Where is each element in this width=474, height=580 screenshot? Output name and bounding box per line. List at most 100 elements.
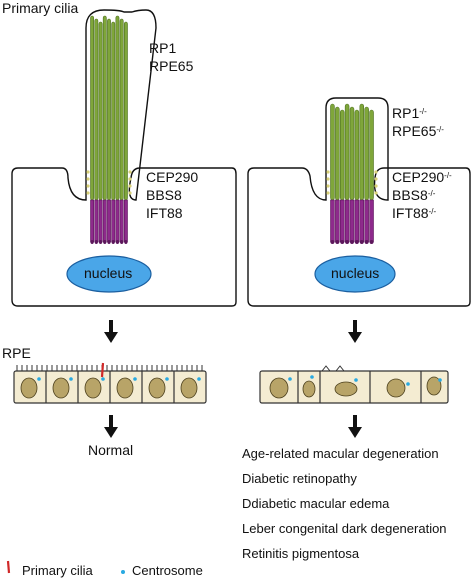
transition-fiber — [326, 191, 330, 195]
transition-fiber — [86, 170, 90, 174]
transition-fiber — [128, 170, 132, 174]
disease-outcome-1: Age-related macular degeneration — [242, 446, 439, 461]
mutant-cell — [247, 97, 471, 307]
normal-gene-rp1: RP1 — [149, 40, 177, 56]
basal-rod — [354, 199, 360, 243]
down-arrow-icon — [348, 415, 362, 438]
normal-cell-outline — [11, 9, 237, 307]
down-arrow-icon — [348, 320, 362, 343]
basal-rod-end — [124, 240, 128, 244]
axoneme-rod — [115, 15, 120, 201]
axoneme-rod — [349, 106, 355, 201]
axoneme-rod — [123, 21, 128, 201]
rpe-nucleus — [302, 380, 316, 398]
arrows — [104, 320, 362, 438]
axoneme-rod — [344, 103, 350, 201]
rpe-nucleus — [180, 377, 198, 399]
axoneme-rod — [339, 109, 345, 201]
basal-rod — [111, 199, 116, 243]
normal-cilium-bundle — [86, 15, 132, 244]
nucleus-label-mutant: nucleus — [331, 265, 380, 281]
mutant-gene-ift88: IFT88-/- — [392, 205, 437, 221]
basal-rod — [349, 199, 355, 243]
basal-rod-end — [340, 240, 345, 244]
basal-rod — [90, 199, 95, 243]
rpe-nucleus — [116, 377, 134, 399]
legend — [6, 560, 125, 574]
rpe-nucleus — [148, 377, 166, 399]
axoneme-rod — [330, 103, 335, 201]
normal-cell — [11, 9, 237, 307]
diseased-rpe-layer — [259, 365, 449, 404]
basal-rod — [369, 199, 374, 243]
axoneme-rod — [354, 109, 360, 201]
basal-rod-end — [345, 240, 350, 244]
primary-cilia-icon — [6, 560, 11, 574]
axoneme-rod — [111, 21, 116, 201]
centrosome-dot — [197, 377, 201, 381]
nucleus — [314, 255, 396, 293]
disease-outcome-3: Ddiabetic macular edema — [242, 496, 390, 511]
nucleus-label-normal: nucleus — [84, 265, 133, 281]
basal-rod-end — [330, 240, 335, 244]
normal-rpe-layer — [13, 362, 207, 404]
axoneme-rod — [90, 15, 95, 201]
basal-rod — [330, 199, 335, 243]
centrosome-dot — [37, 377, 41, 381]
basal-rod-end — [94, 240, 98, 244]
residual-microvilli — [321, 365, 345, 372]
normal-gene-bbs8: BBS8 — [146, 187, 182, 203]
centrosome-dot — [101, 377, 105, 381]
centrosome-dot — [288, 377, 292, 381]
transition-fiber — [86, 191, 90, 195]
transition-fiber — [326, 184, 330, 188]
rpe-nucleus — [20, 377, 38, 399]
rpe-nucleus — [269, 377, 289, 399]
mutant-gene-bbs8: BBS8-/- — [392, 187, 436, 203]
rpe-nucleus — [426, 376, 442, 396]
disease-outcome-4: Leber congenital dark degeneration — [242, 521, 447, 536]
transition-fiber — [86, 177, 90, 181]
transition-fiber — [128, 184, 132, 188]
basal-rod-end — [350, 240, 354, 244]
basal-rod — [102, 199, 107, 243]
axoneme-rod — [102, 15, 107, 201]
axoneme-rod — [94, 18, 99, 201]
rpe-label: RPE — [2, 345, 31, 361]
centrosome-dot — [165, 377, 169, 381]
basal-rod — [344, 199, 350, 243]
legend-centrosome-label: Centrosome — [132, 563, 203, 578]
transition-fiber — [128, 177, 132, 181]
transition-fiber — [128, 191, 132, 195]
basal-rod-end — [359, 240, 364, 244]
basal-rod — [123, 199, 128, 243]
transition-fiber — [374, 177, 378, 181]
nucleus — [66, 255, 152, 293]
centrosome-dot — [133, 377, 137, 381]
disease-outcome-5: Retinitis pigmentosa — [242, 546, 360, 561]
axoneme-rod — [335, 106, 340, 201]
axoneme-rod — [98, 21, 103, 201]
axoneme-rod — [107, 18, 111, 201]
centrosome-dot — [69, 377, 73, 381]
basal-rod-end — [115, 240, 120, 244]
centrosome-dot — [438, 378, 442, 382]
transition-fiber — [86, 184, 90, 188]
basal-rod — [107, 199, 111, 243]
transition-fiber — [374, 170, 378, 174]
basal-rod — [364, 199, 369, 243]
basal-rod-end — [107, 240, 111, 244]
transition-fiber — [374, 184, 378, 188]
centrosome-dot — [310, 375, 314, 379]
centrosome-dot — [354, 378, 358, 382]
legend-cilia-label: Primary cilia — [22, 563, 93, 578]
basal-rod — [115, 199, 120, 243]
mutant-cilium-bundle — [326, 103, 378, 244]
normal-gene-rpe65: RPE65 — [149, 58, 194, 74]
axoneme-rod — [359, 103, 365, 201]
disease-outcome-2: Diabetic retinopathy — [242, 471, 357, 486]
mutant-gene-rp1: RP1-/- — [392, 105, 427, 121]
basal-rod — [359, 199, 365, 243]
rpe-nucleus — [386, 378, 406, 398]
